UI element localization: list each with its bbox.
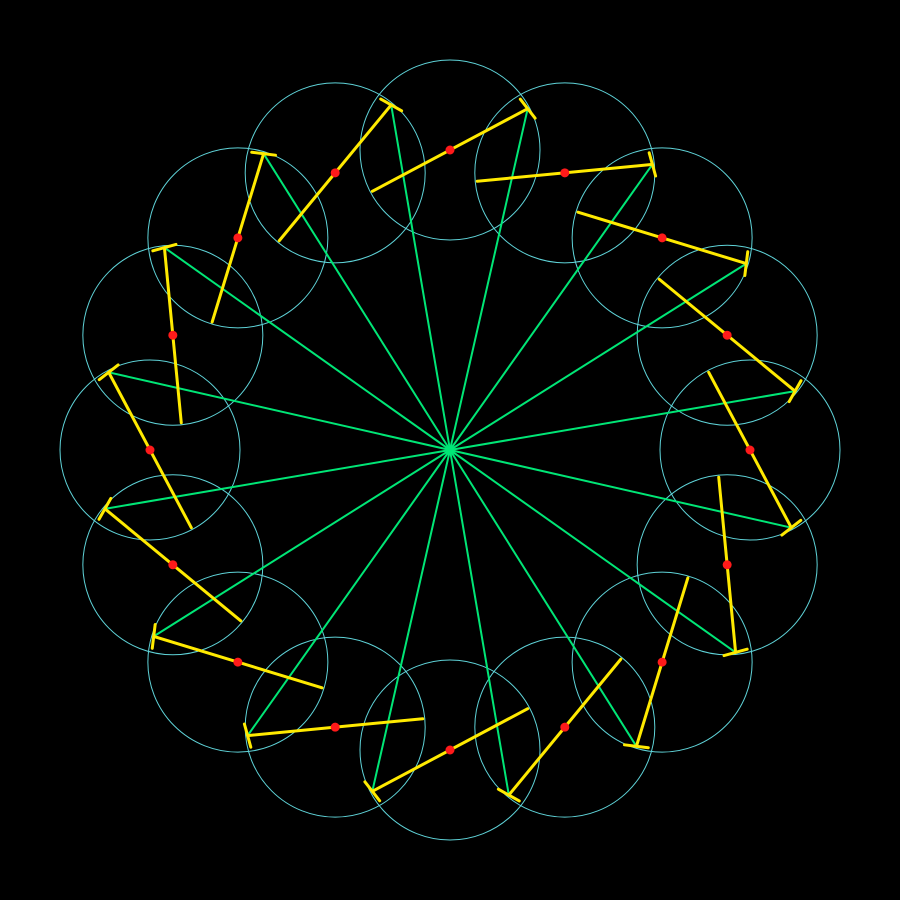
chord-end-tick xyxy=(363,780,382,803)
ring-circle xyxy=(82,474,264,656)
chord-end-tick xyxy=(780,518,803,537)
chord-end-tick xyxy=(250,150,278,157)
radial-spoke xyxy=(153,449,451,638)
ring-circle xyxy=(571,571,753,753)
ring-circle xyxy=(244,82,426,264)
ring-circle xyxy=(359,59,541,241)
radial-spoke xyxy=(449,390,796,451)
radial-spoke xyxy=(262,153,451,451)
ring-circle xyxy=(474,636,656,818)
chord-end-tick xyxy=(150,622,157,650)
ring-circle xyxy=(147,147,329,329)
midpoint-dot xyxy=(722,560,732,570)
chord-end-tick xyxy=(743,250,750,278)
midpoint-dot xyxy=(168,330,178,340)
radial-spoke xyxy=(449,108,529,451)
ring-circle xyxy=(147,571,329,753)
radial-spoke xyxy=(163,246,451,451)
chord-end-tick xyxy=(787,379,803,404)
circle-ring xyxy=(59,59,841,841)
radial-spoke xyxy=(390,104,451,451)
midpoint-dot xyxy=(233,233,243,243)
midpoint-dot xyxy=(330,168,340,178)
midpoint-dot xyxy=(233,657,243,667)
midpoint-dot xyxy=(445,145,455,155)
midpoint-dot xyxy=(560,722,570,732)
chord-end-tick xyxy=(151,242,178,253)
midpoint-dot xyxy=(330,722,340,732)
midpoint-dot xyxy=(745,445,755,455)
chord-end-tick xyxy=(496,787,521,803)
radial-spoke xyxy=(449,163,654,451)
chord-end-tick xyxy=(622,743,650,750)
radial-spoke xyxy=(449,449,510,796)
radial-spoke xyxy=(449,449,737,654)
ring-circle xyxy=(59,359,241,541)
radial-spokes xyxy=(104,104,796,796)
midpoint-dot xyxy=(168,560,178,570)
chord-end-tick xyxy=(518,97,537,120)
midpoint-dot xyxy=(657,233,667,243)
chord-end-tick xyxy=(647,151,658,178)
ring-circle xyxy=(359,659,541,841)
midpoint-dot xyxy=(657,657,667,667)
radial-spoke xyxy=(104,449,451,510)
chord-end-tick xyxy=(379,97,404,113)
midpoint-dot xyxy=(445,745,455,755)
radial-spoke xyxy=(449,449,638,747)
ring-circle xyxy=(636,244,818,426)
radial-spoke xyxy=(449,449,792,529)
chord-end-tick xyxy=(97,363,120,382)
radial-spoke xyxy=(371,449,451,792)
radial-spoke xyxy=(246,449,451,737)
midpoint-dot xyxy=(560,168,570,178)
midpoint-dot xyxy=(145,445,155,455)
ring-circle xyxy=(659,359,841,541)
midpoint-dot xyxy=(722,330,732,340)
midpoint-dots xyxy=(145,145,755,755)
ring-circle xyxy=(571,147,753,329)
radial-spoke xyxy=(108,371,451,451)
chord-end-tick xyxy=(242,722,253,749)
chord-end-tick xyxy=(722,647,749,658)
chord-end-tick xyxy=(97,496,113,521)
radial-spoke xyxy=(449,262,747,451)
center-point xyxy=(447,447,453,453)
